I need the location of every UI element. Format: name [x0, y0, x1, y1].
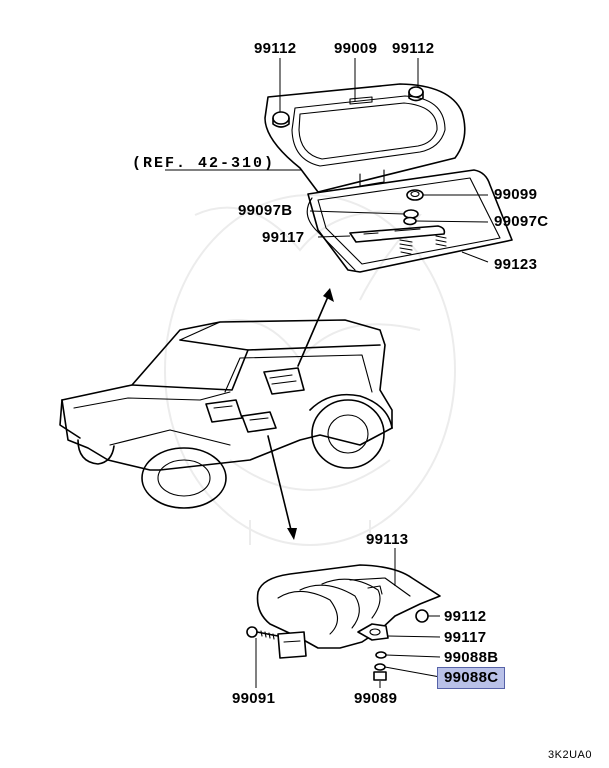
- label-99097b[interactable]: 99097B: [238, 202, 293, 219]
- label-99091[interactable]: 99091: [232, 690, 276, 707]
- label-99113[interactable]: 99113: [366, 531, 409, 548]
- label-99112-top-left[interactable]: 99112: [254, 40, 297, 57]
- upper-lid-assembly: [264, 83, 513, 273]
- label-99099[interactable]: 99099: [494, 186, 538, 203]
- label-99088b[interactable]: 99088B: [444, 649, 499, 666]
- label-99117-top[interactable]: 99117: [262, 229, 305, 246]
- label-99088c-highlighted[interactable]: 99088C: [437, 667, 506, 689]
- label-99117-bottom[interactable]: 99117: [444, 629, 487, 646]
- watermark-emblem: [164, 194, 456, 546]
- label-99009[interactable]: 99009: [334, 40, 378, 57]
- label-99112-top-right[interactable]: 99112: [392, 40, 435, 57]
- lower-floor-panel: [246, 564, 441, 681]
- label-99123[interactable]: 99123: [494, 256, 538, 273]
- label-ref-42-310[interactable]: (REF. 42-310): [132, 155, 276, 172]
- label-99097c[interactable]: 99097C: [494, 213, 549, 230]
- label-99112-bottom[interactable]: 99112: [444, 608, 487, 625]
- label-99089[interactable]: 99089: [354, 690, 398, 707]
- leader-lines-lower: [255, 548, 441, 688]
- leader-lines-upper: [165, 58, 489, 263]
- vehicle-outline: [59, 288, 393, 540]
- diagram-code: 3K2UA0: [548, 749, 592, 761]
